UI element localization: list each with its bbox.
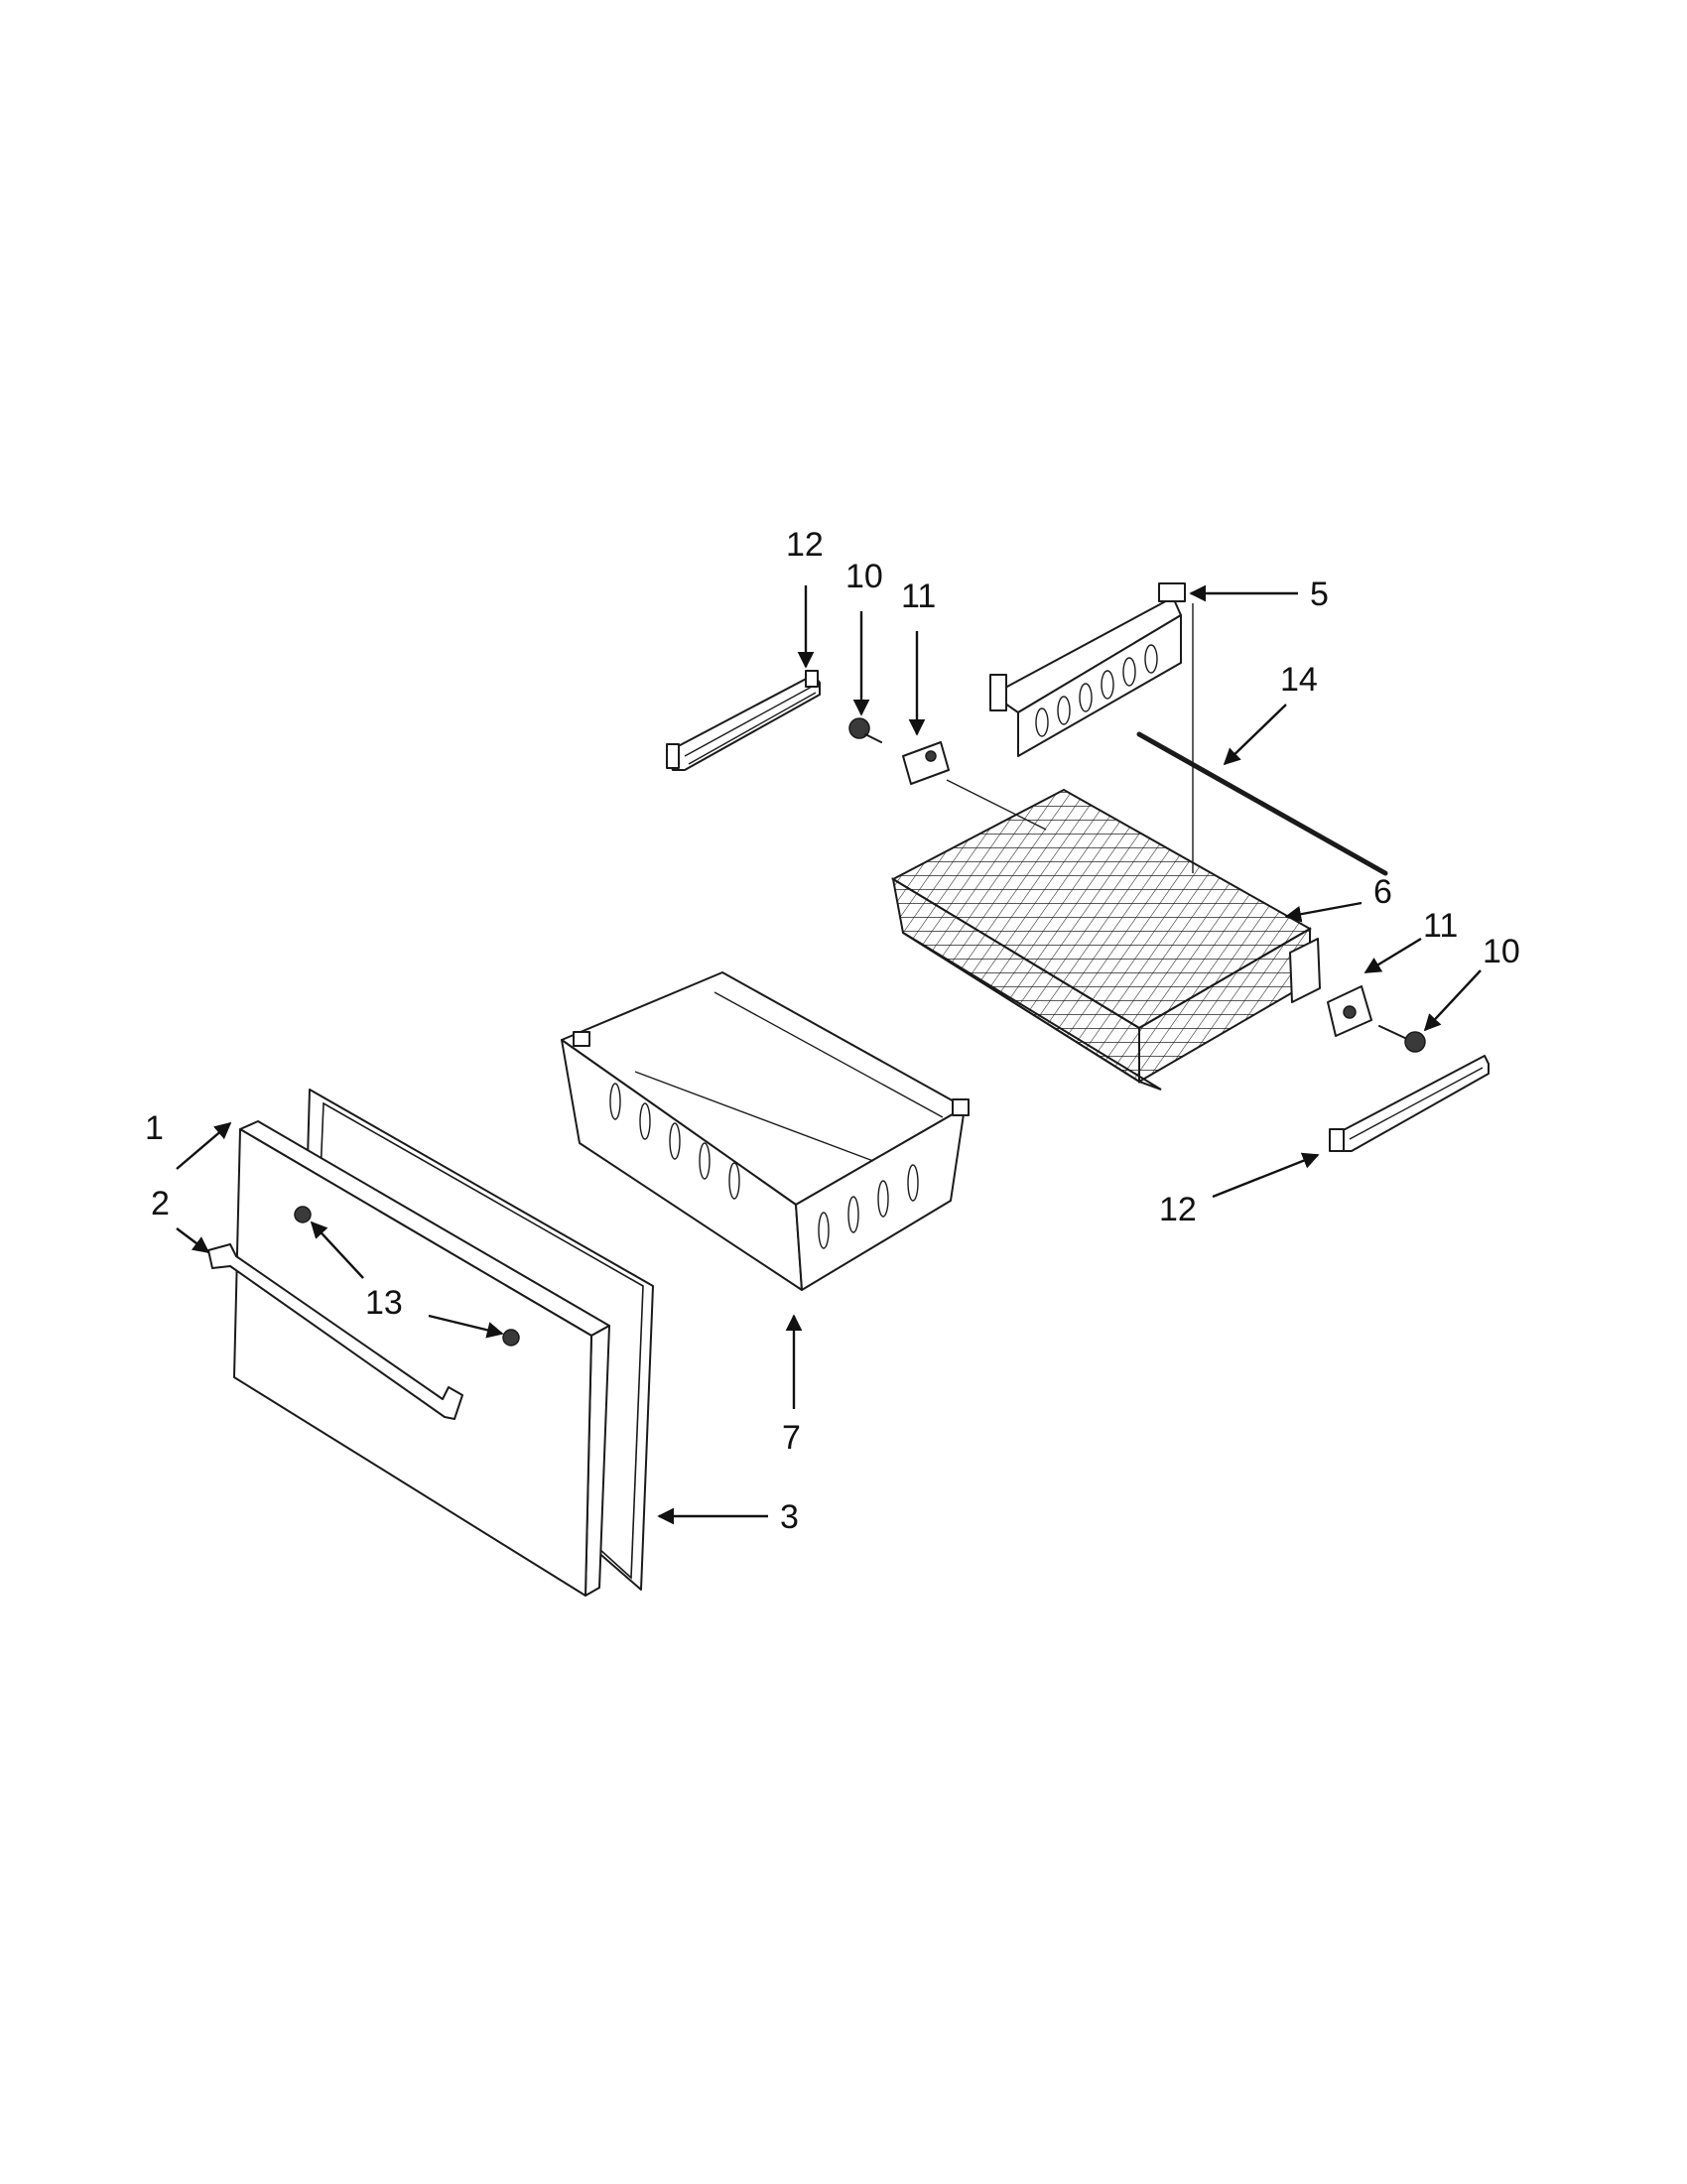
callout-10-lower: 10 bbox=[1483, 933, 1520, 970]
basket-divider bbox=[989, 582, 1194, 873]
callout-3: 3 bbox=[780, 1498, 799, 1536]
bracket-lower bbox=[1327, 985, 1372, 1037]
callout-11-lower: 11 bbox=[1423, 907, 1458, 945]
drawer-handle bbox=[207, 1243, 463, 1420]
wire-rod bbox=[1136, 731, 1388, 876]
callout-7: 7 bbox=[782, 1419, 801, 1457]
knob-upper bbox=[848, 717, 882, 743]
callout-2: 2 bbox=[151, 1185, 170, 1222]
callout-12-upper: 12 bbox=[786, 526, 824, 564]
bracket-upper bbox=[902, 741, 1047, 831]
callout-12-lower: 12 bbox=[1159, 1191, 1197, 1228]
screw-cap-upper bbox=[294, 1206, 312, 1223]
drawer-slide-rail-upper bbox=[666, 670, 821, 771]
wire-basket bbox=[890, 788, 1321, 1091]
callout-14: 14 bbox=[1280, 661, 1318, 699]
callout-1: 1 bbox=[145, 1109, 164, 1147]
drawer-slide-rail-lower bbox=[1329, 1055, 1490, 1152]
callout-11-upper: 11 bbox=[901, 578, 936, 615]
knob-lower bbox=[1378, 1025, 1426, 1053]
callout-10-upper: 10 bbox=[845, 558, 883, 595]
callout-6: 6 bbox=[1373, 873, 1392, 911]
freezer-bin bbox=[561, 971, 970, 1291]
leader-lines bbox=[176, 584, 1482, 1525]
callout-5: 5 bbox=[1310, 576, 1329, 613]
screw-cap-lower bbox=[502, 1329, 520, 1347]
callout-13: 13 bbox=[365, 1284, 403, 1322]
drawer-front-panel bbox=[233, 1120, 610, 1597]
